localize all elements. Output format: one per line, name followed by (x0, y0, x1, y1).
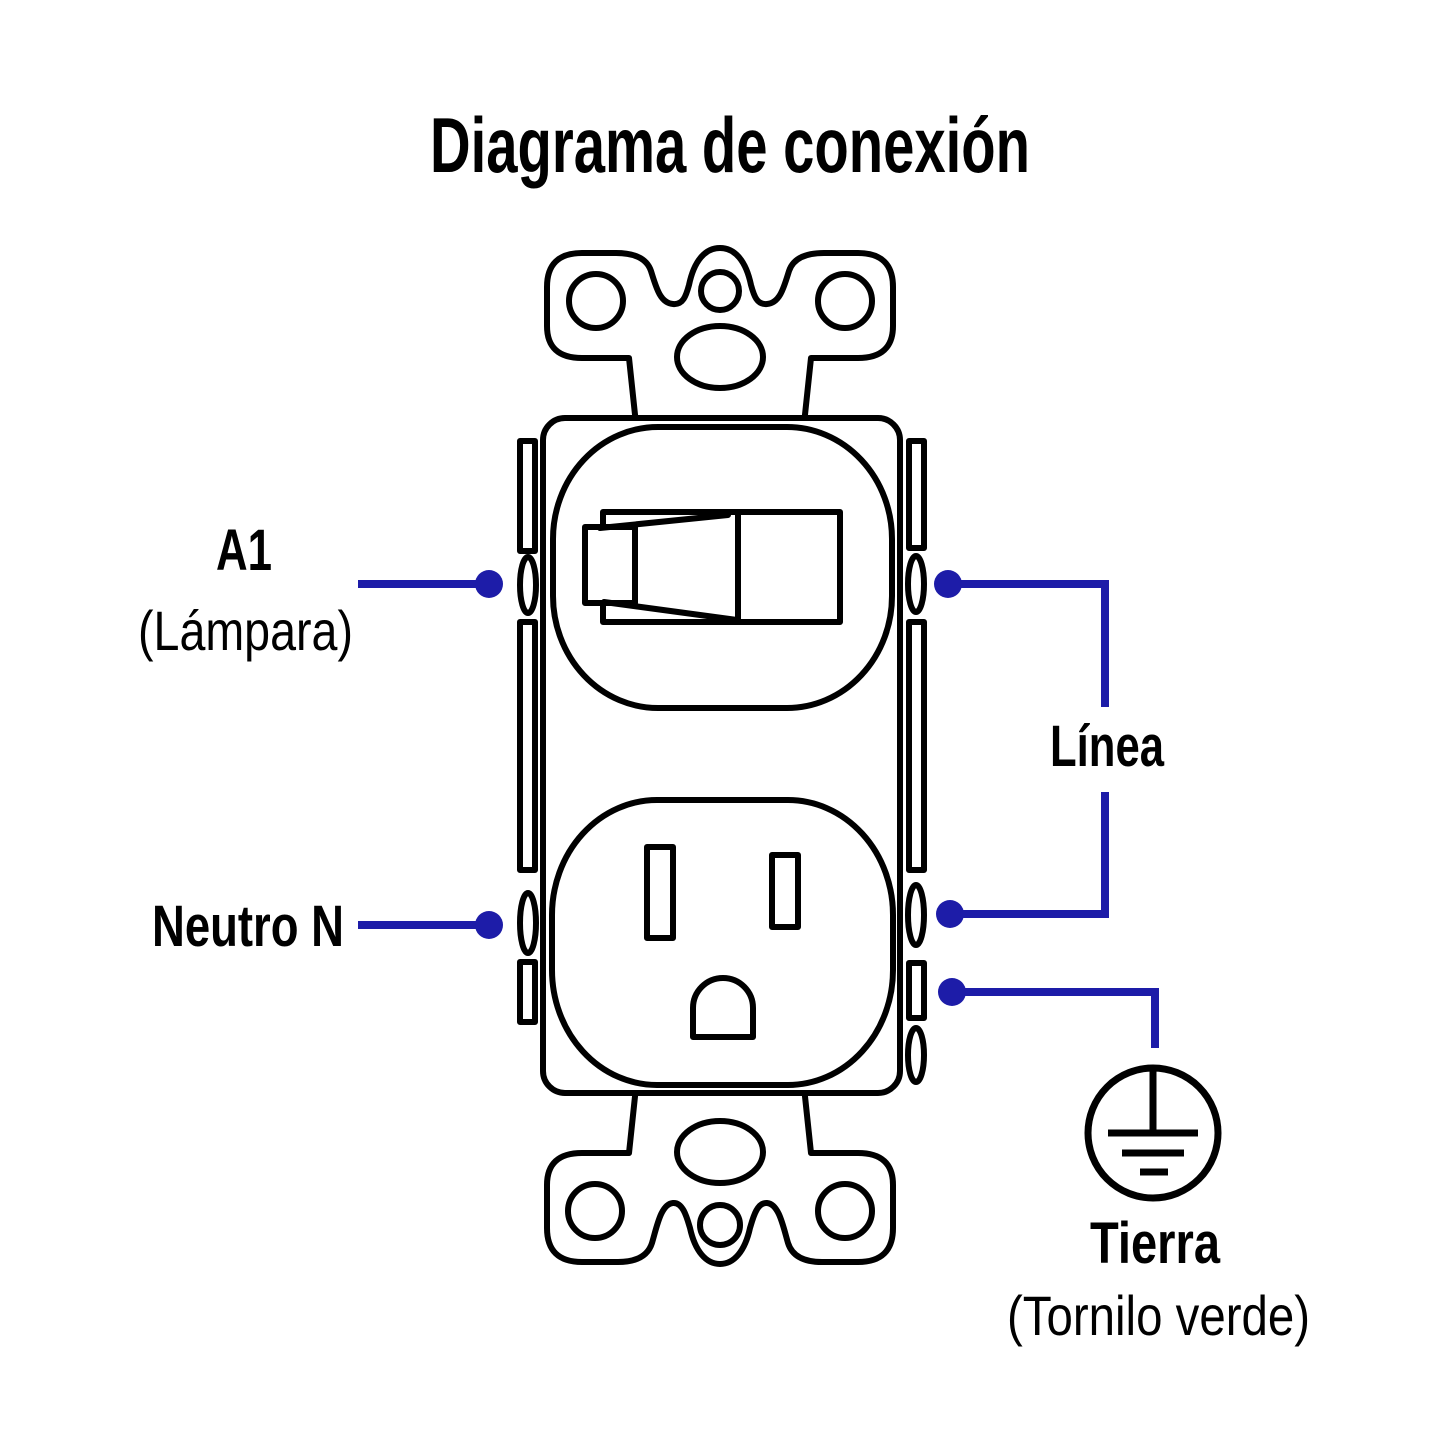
strap-screw-hole-left (566, 271, 626, 331)
outlet-face (549, 797, 896, 1088)
connection-wires (358, 580, 1159, 1048)
outlet-ground-hole (690, 975, 756, 1040)
strap-screw-hole-right (815, 271, 875, 331)
page-title: Diagrama de conexión (430, 101, 1030, 189)
terminal-plate-left-top (517, 438, 538, 554)
connection-dot-neutral (475, 911, 503, 939)
outlet-face-plate (549, 797, 896, 1088)
outlet-slot-neutral (644, 844, 676, 941)
terminal-plate-right-top (906, 438, 927, 551)
toggle-lever-body (600, 509, 843, 625)
outlet-slot-hot (769, 852, 801, 930)
toggle-taper-top (597, 512, 731, 531)
toggle-taper-bottom (601, 599, 740, 623)
terminal-plate-right-bottom (906, 960, 927, 1021)
connection-dot-ground (938, 978, 966, 1006)
wire-ground (952, 988, 1159, 1048)
terminal-screw-a1 (517, 554, 539, 616)
terminal-plate-right-middle (906, 619, 927, 873)
terminal-plate-left-bottom (517, 959, 538, 1025)
ground-circle (1084, 1064, 1222, 1202)
wire-line-bottom (950, 792, 1109, 918)
strap-center-hole-bottom (697, 1202, 743, 1248)
wire-line-top (948, 580, 1109, 707)
switch-face (550, 424, 895, 711)
label-ground-sub: (Tornilo verde) (1007, 1284, 1310, 1347)
label-line: Línea (1050, 714, 1165, 779)
terminal-plate-left-middle (517, 619, 538, 873)
combo-switch-outlet-device (517, 245, 927, 1267)
toggle-lever-tip (582, 524, 638, 606)
strap-center-hole-top (698, 269, 742, 313)
strap-screw-hole-bottom-left (565, 1181, 625, 1241)
label-a1-sub: (Lámpara) (138, 599, 353, 662)
earth-ground-icon (1084, 1064, 1222, 1202)
connection-dot-line-top (934, 570, 962, 598)
terminal-screw-line-top (905, 553, 927, 615)
terminal-screw-neutral (517, 890, 539, 956)
label-a1: A1 (216, 518, 272, 583)
label-neutral: Neutro N (152, 894, 344, 959)
terminal-screw-ground (905, 1025, 927, 1085)
label-ground: Tierra (1090, 1211, 1221, 1276)
terminal-screw-line-bottom (905, 882, 927, 948)
connection-dot-line-bottom (936, 900, 964, 928)
strap-oval-slot-bottom (674, 1118, 766, 1186)
connection-dots (475, 570, 966, 1006)
connection-dot-a1 (475, 570, 503, 598)
strap-screw-hole-bottom-right (815, 1181, 875, 1241)
strap-oval-slot-top (674, 323, 766, 391)
